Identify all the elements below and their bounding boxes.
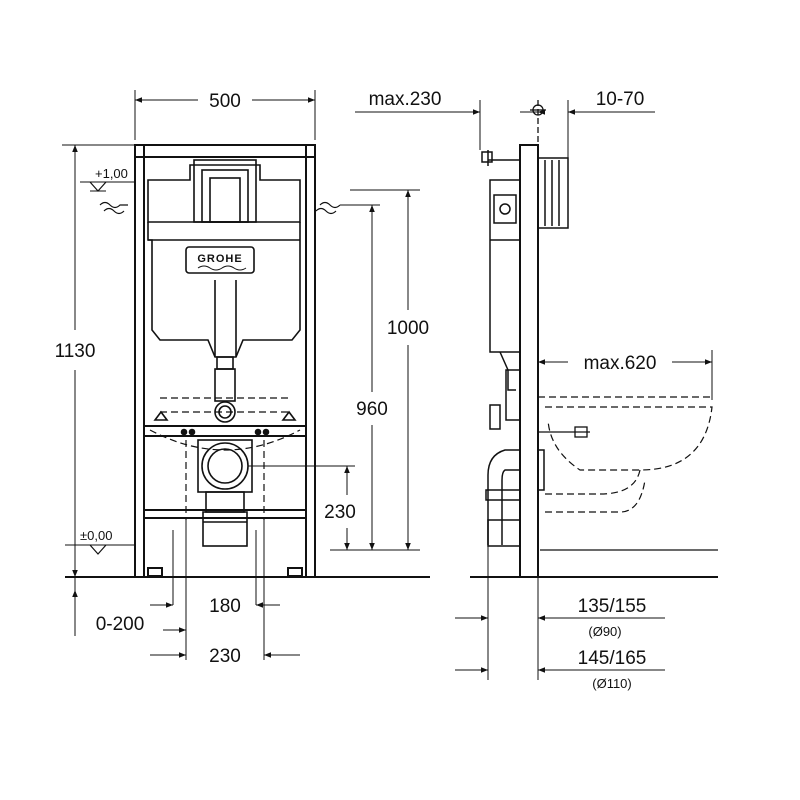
level-bottom-label: ±0,00: [80, 528, 112, 543]
bowl-outline-front: [149, 397, 301, 520]
actuator-plate: [537, 157, 569, 229]
height-dimension: 1130: [55, 341, 96, 362]
fixing-spacing-dimension: 180: [209, 596, 241, 617]
front-dimensions: [62, 90, 420, 660]
water-inlet-right-icon: [315, 201, 341, 215]
frame: [134, 144, 316, 578]
cistern: [147, 159, 301, 358]
front-view: GROHE: [65, 144, 430, 578]
outlet-110-dimension: 145/165: [578, 648, 647, 669]
side-frame: [519, 144, 539, 578]
drain-bend: [197, 439, 253, 547]
brand-logo: GROHE: [197, 253, 242, 265]
outlet-90-diameter: (Ø90): [588, 624, 621, 639]
inlet-height-dimension: 1000: [387, 318, 429, 339]
outlet-90-dimension: 135/155: [578, 596, 647, 617]
width-dimension: 500: [209, 91, 241, 112]
wall-offset-dimension: 10-70: [596, 89, 645, 110]
water-inlet-left-icon: [99, 201, 128, 215]
depth-max-dimension: max.230: [369, 89, 442, 110]
bowl-mounts: [153, 410, 297, 436]
drain-offset-dimension: 0-200: [96, 614, 145, 635]
drain-height-dimension: 230: [324, 502, 356, 523]
drain-pipe-side: [485, 449, 545, 547]
bowl-projection-dimension: max.620: [584, 353, 657, 374]
drain-spacing-dimension: 230: [209, 646, 241, 667]
bowl-outline-side: [538, 396, 713, 513]
level-top-label: +1,00: [95, 166, 128, 181]
cistern-side: [481, 150, 521, 421]
side-dimensions: [355, 100, 713, 680]
side-view: [470, 100, 718, 578]
outlet-height-dimension: 960: [356, 399, 388, 420]
outlet-110-diameter: (Ø110): [592, 676, 632, 691]
